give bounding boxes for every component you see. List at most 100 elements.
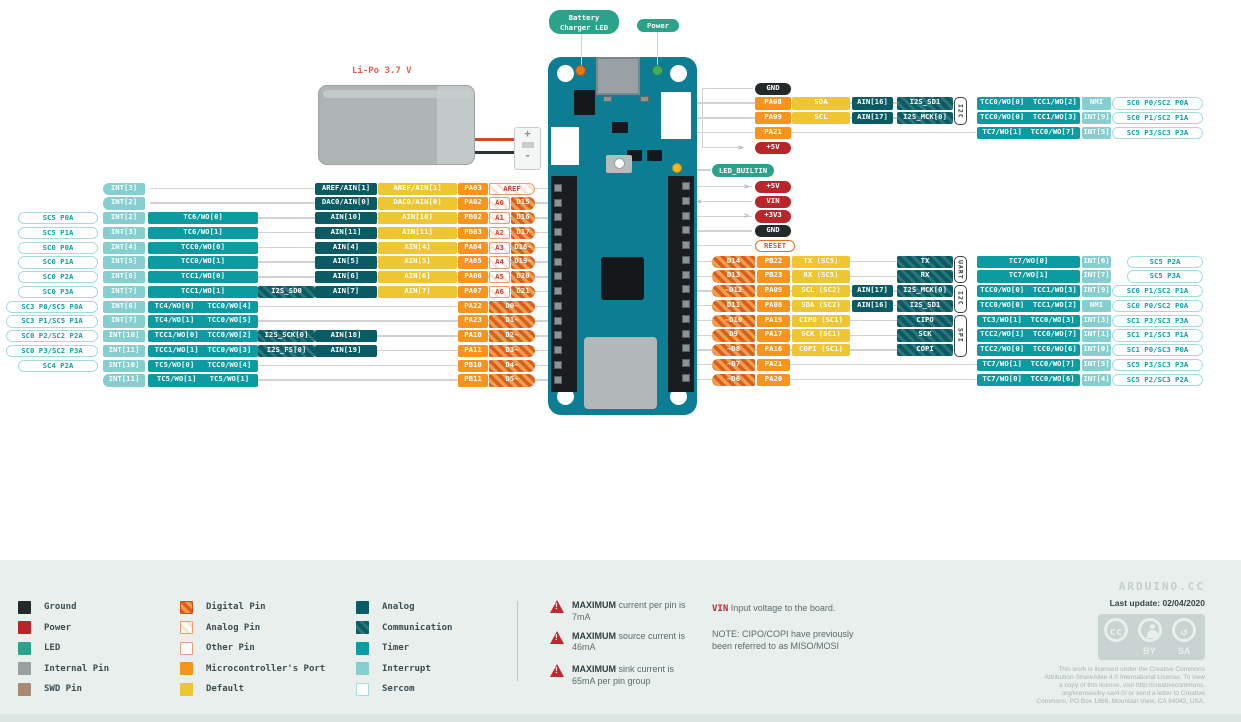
header-pad [553,272,562,281]
cell-port: PB11 [458,374,488,387]
cell-port: PA19 [757,314,790,327]
header-pad [682,211,690,220]
cell-ain: AIN[17] [852,285,893,298]
cell-comm: I2S_SCK[0] [258,330,315,343]
connector-line [150,320,552,322]
header-pad [682,344,690,353]
cell-sercomL: SC0 P1/SC2 P1A [1112,285,1203,298]
legend-label: Analog [382,602,415,612]
smd-component [640,96,649,102]
cell-i2s: I2S_MCK[0] [897,112,953,125]
cell-pinD2: D20 [511,271,535,284]
header-pad [553,183,562,192]
legend-label: Other Pin [206,643,255,653]
cell-pin: ~D7 [712,358,755,372]
cell-int: INT[0] [1082,344,1111,357]
cell-int: INT[7] [1082,270,1111,283]
reset-button-cap [614,158,625,169]
smd-component [603,96,612,102]
cell-port: PA09 [757,285,790,298]
cell-timer: TC7/WO[1] TCC0/WO[7] [977,126,1080,140]
cell-timer: TC6/WO[0] [148,212,258,225]
mounting-hole [670,388,687,405]
cell-sercom: SC0 P2A [18,271,98,284]
usb-connector [596,57,640,95]
cell-port: PA22 [458,300,488,313]
cell-port: PA03 [458,182,488,195]
cell-sercom: SC0 P1A [18,256,98,269]
warning-text: MAXIMUM source current is 46mA [572,630,686,653]
cell-pin: D11 [712,299,755,313]
cell-timer2: TCC1/WO[1] TCC0/WO[3] [148,344,258,358]
warning-icon [550,630,564,644]
cell-analog: AIN[6] [315,271,377,284]
cell-port: PA10 [458,330,488,343]
builtin-led [672,163,682,173]
cell-timer: TCC2/WO[1] TCC0/WO[7] [977,329,1080,342]
header-pad [553,301,562,310]
header-pad [682,359,690,367]
cell-comm: I2S_SD0 [258,285,315,299]
cell-default: SCL (SC2) [792,285,850,298]
connector-line [694,186,752,188]
cell-pinD2: D15 [511,197,535,210]
cell-sercomL: SC0 P2/SC2 P2A [6,330,98,343]
warning-icon [550,600,564,613]
cell-int: INT[2] [103,212,145,225]
cell-analog: AIN[10] [315,212,377,225]
cell-port: PA16 [757,344,790,357]
cell-pinA: A5 [489,271,510,284]
legend-label: Sercom [382,684,415,694]
legend-swatch-defaultk [180,682,193,696]
smd-ic [647,150,662,161]
bracket-label: UART [956,259,965,280]
legend-label: Digital Pin [206,602,266,612]
cell-analog: AREF/AIN[1] [315,182,377,195]
legend-swatch-commk [356,621,369,634]
cell-int: INT[7] [103,315,145,328]
warning-strong: MAXIMUM [572,600,616,610]
connector-line [694,230,752,232]
cell-sercomS: SC5 P3A [1127,270,1203,283]
legend-swatch-swd [18,682,31,696]
connector-minus: - [524,149,531,162]
led-builtin-callout: LED_BUILTIN [712,163,774,177]
cell-hatch: SCK [897,329,953,342]
connector-line [150,305,552,308]
arrow-right-icon: > [744,211,749,221]
cell-pin: ~D10 [712,314,755,327]
legend-swatch-power [18,621,31,634]
cell-ain: AIN[16] [852,97,893,110]
cell-int: INT[7] [103,285,145,299]
cell-pin: ~D8 [712,344,755,357]
cell-port: PA07 [458,285,488,299]
cell-portT: PA09 [755,112,791,125]
power-led [652,65,663,76]
cell-pin1: D1~ [489,315,535,328]
legend-label: Timer [382,643,410,653]
legend-label: Ground [44,602,77,612]
legend-label: Microcontroller's Port [206,663,326,674]
legend-swatch-timerk [356,641,369,655]
cell-sercom: SC0 P3A [18,285,98,299]
cell-ain: AIN[16] [852,299,893,313]
header-pad [553,287,562,296]
cell-pinA: A4 [489,256,510,269]
cell-port: PA08 [757,299,790,313]
vin-note: VIN Input voltage to the board. [712,603,835,615]
cell-comm: I2S_FS[0] [258,344,315,358]
connector-line [694,245,752,247]
battery-wire-negative [474,151,516,154]
legend-swatch-mcport [180,662,193,675]
cell-int: INT[10] [103,330,145,343]
legend-label: Interrupt [382,663,431,674]
cell-analog: AIN[5] [315,256,377,269]
header-pad [553,316,562,325]
cell-pinD2: D19~ [511,256,535,269]
legend-swatch-digital [180,600,193,614]
cell-i2s: I2S_MCK[0] [897,285,953,298]
cell-int: INT[10] [103,359,145,372]
legend-swatch-interruptk [356,662,369,675]
cell-int: INT[6] [103,271,145,284]
bus-bracket-uart: UART [954,255,967,284]
